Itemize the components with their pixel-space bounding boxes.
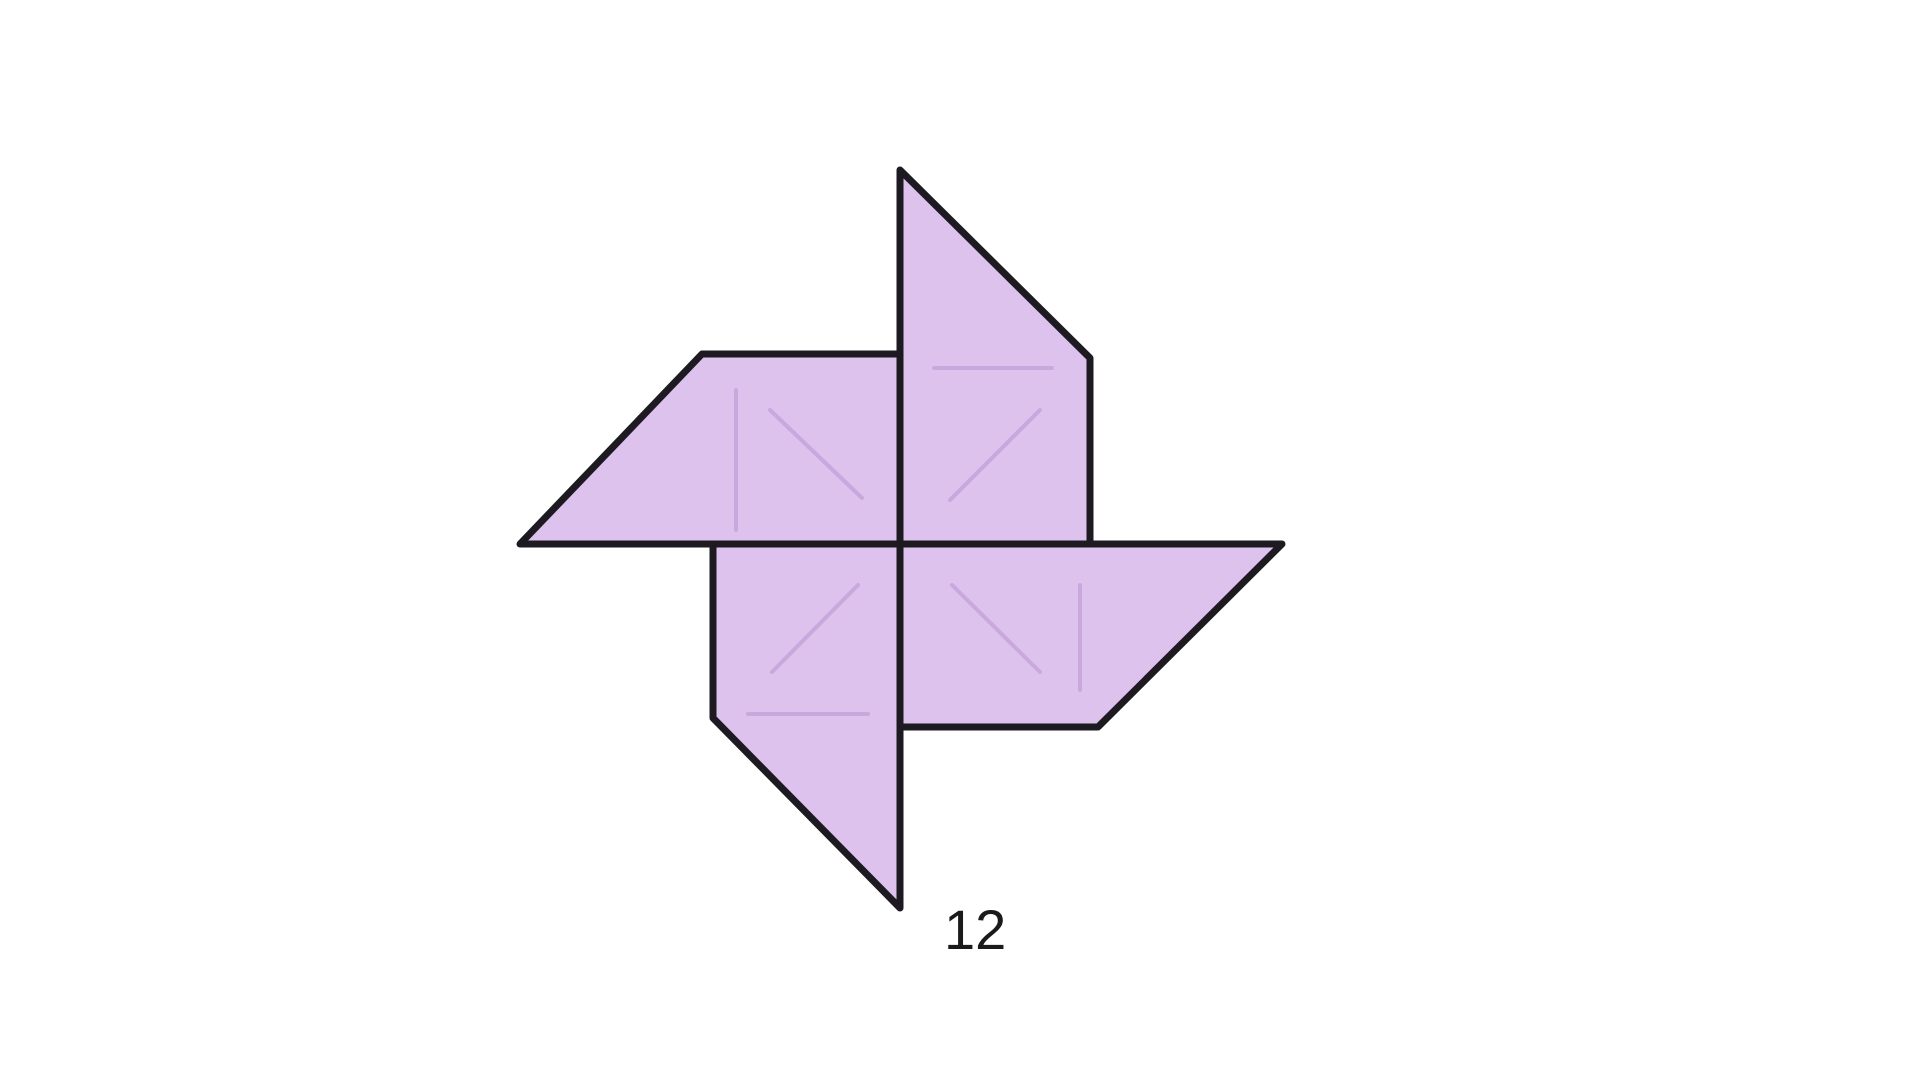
blade-top-right: [896, 166, 1094, 548]
crease-lines: [734, 366, 1082, 716]
blade-top-left: [516, 350, 904, 548]
blade-bottom-right: [896, 540, 1286, 731]
blade-bottom-left: [709, 540, 904, 912]
step-number-label: 12: [944, 898, 1007, 961]
